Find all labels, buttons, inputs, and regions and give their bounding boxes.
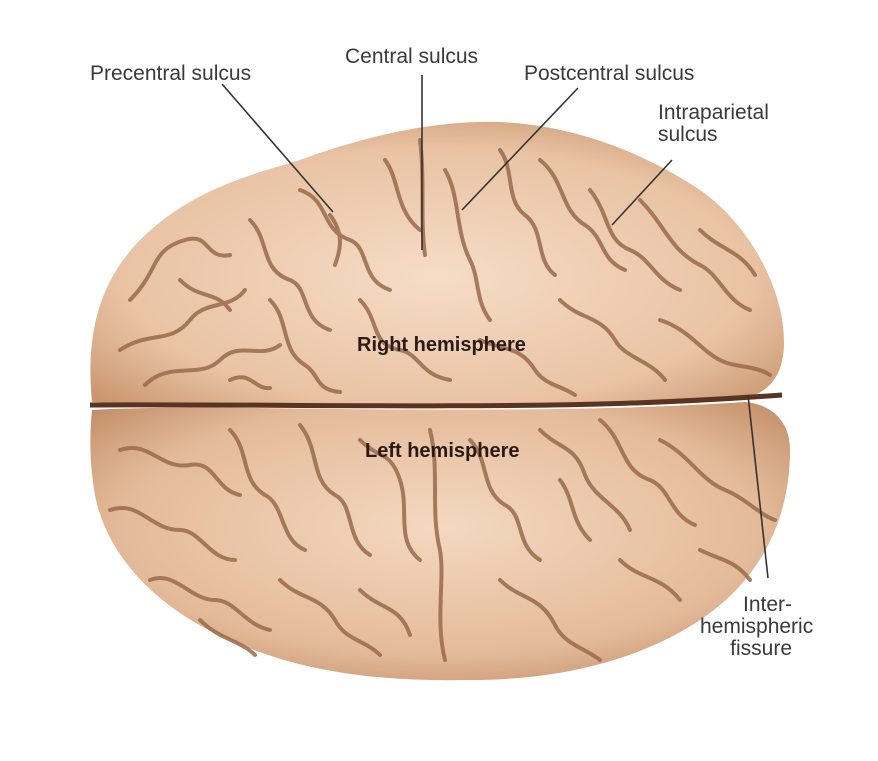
precentral-leader xyxy=(221,83,334,213)
left-hemisphere-label: Left hemisphere xyxy=(365,440,520,462)
precentral-sulcus-label: Precentral sulcus xyxy=(90,62,252,85)
intraparietal-sulcus-label: Intraparietal sulcus xyxy=(658,101,769,146)
central-sulcus-label: Central sulcus xyxy=(345,45,479,68)
right-hemisphere-shape xyxy=(90,121,785,405)
postcentral-leader xyxy=(461,87,579,211)
left-hemisphere-shape xyxy=(90,402,791,681)
postcentral-sulcus-label: Postcentral sulcus xyxy=(524,62,695,85)
intraparietal-leader xyxy=(611,159,673,226)
leader-lines xyxy=(221,75,769,579)
fissure-line xyxy=(89,392,783,409)
interhemispheric-fissure-label: Inter- hemispheric fissure xyxy=(700,593,814,660)
right-hemisphere-label: Right hemisphere xyxy=(357,334,526,356)
fissure-leader xyxy=(747,394,769,579)
